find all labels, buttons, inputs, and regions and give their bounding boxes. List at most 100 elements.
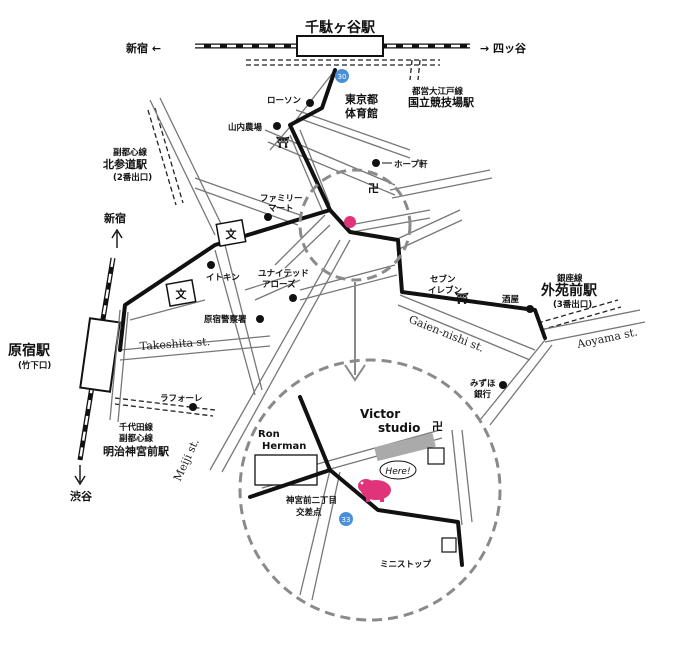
inset-main-route-west <box>248 468 332 499</box>
shrine-icon: ⛩ <box>455 292 469 305</box>
temple-icon: 卍 <box>368 182 379 195</box>
destination-marker <box>344 216 356 228</box>
road <box>389 169 493 199</box>
seven-eleven-label-2: イレブン <box>428 285 463 296</box>
takeshita-street-label: Takeshita st. <box>139 335 210 353</box>
gaien-nishi-street <box>397 294 536 361</box>
kitasando-exit-label: (2番出口) <box>113 172 152 183</box>
hippo-leg <box>380 496 384 502</box>
gaienmae-line-label: 銀座線 <box>556 273 583 284</box>
victor-studio-label-2: studio <box>378 421 420 435</box>
victor-studio-label-1: Victor <box>360 407 400 421</box>
victor-studio-building <box>374 432 436 462</box>
shinjuku-direction-up: 新宿 <box>104 211 126 225</box>
familymart-label-2: マート <box>268 204 294 214</box>
school-icon: 文 <box>176 287 188 301</box>
ron-herman-label-2: Herman <box>262 441 306 452</box>
road <box>109 309 129 423</box>
inset-main-route <box>298 395 464 567</box>
yamauchi-label: 山内農場 <box>228 122 263 133</box>
inset-map: Victor studio 卍 Ron Herman 神宮前二丁目 交差点 33… <box>238 358 502 622</box>
road <box>274 214 331 269</box>
school-box-north <box>215 219 247 247</box>
aoyama-street <box>539 309 646 343</box>
meiji-line1-label: 千代田線 <box>119 422 154 433</box>
yotsuya-direction-right: → 四ッ谷 <box>480 41 527 55</box>
gaien-nishi-street-label: Gaien-nishi st. <box>407 313 486 355</box>
route-30-badge <box>335 69 349 83</box>
road <box>214 244 263 396</box>
gaienmae-station-label: 外苑前駅 <box>541 282 598 299</box>
road <box>129 299 206 321</box>
harajuku-station-label: 原宿駅 <box>8 342 51 359</box>
kokuritsu-line-label: 都営大江戸線 <box>411 86 464 97</box>
meiji-street-label: Meiji st. <box>171 437 202 484</box>
hopeken-label: ホープ軒 <box>394 159 428 170</box>
road <box>479 339 553 426</box>
meiji-street <box>209 239 351 473</box>
gaienmae-exit-label: (3番出口) <box>553 299 592 310</box>
road <box>264 129 396 196</box>
mizuho-label-2: 銀行 <box>473 389 492 400</box>
inset-circle <box>238 358 502 622</box>
lawson-dot <box>306 99 314 107</box>
kitasando-line-label: 副都心線 <box>113 147 148 158</box>
speech-bubble <box>379 460 417 480</box>
zoom-area-circle <box>298 168 412 282</box>
main-route-to-gaienmae <box>288 68 547 340</box>
road <box>299 264 398 301</box>
shibuya-direction-down: 渋谷 <box>70 489 93 503</box>
school-icon: 文 <box>226 227 238 241</box>
meiji-line2-label: 副都心線 <box>119 433 154 444</box>
hippo-head <box>358 479 374 493</box>
ministop-box <box>441 537 457 553</box>
zoom-arrow-icon <box>344 282 366 382</box>
road <box>244 274 301 301</box>
sendagaya-station-box <box>296 35 384 57</box>
ron-herman-building <box>254 454 318 486</box>
sendagaya-station-label: 千駄ヶ谷駅 <box>305 19 376 36</box>
sakaya-label: 酒屋 <box>502 294 520 305</box>
arrow-down-icon <box>74 465 86 486</box>
road <box>349 209 431 233</box>
hippo-mascot-icon <box>358 479 391 502</box>
oedo-subway-branch <box>409 59 421 81</box>
mizuho-label-1: みずほ <box>470 378 496 389</box>
lawson-label: ローソン <box>267 96 302 106</box>
mizuho-dot <box>499 381 507 389</box>
minor-roads <box>109 69 646 473</box>
sakaya-dot <box>526 305 534 313</box>
kitasando-station-label: 北参道駅 <box>103 157 147 171</box>
itokin-dot <box>207 261 215 269</box>
harajuku-exit-label: (竹下口) <box>18 360 51 371</box>
road <box>295 109 411 159</box>
seven-eleven-label-1: セブン <box>430 274 456 285</box>
united-arrows-label-2: アローズ <box>262 279 296 290</box>
laforet-label: ラフォーレ <box>160 394 203 404</box>
kokuritsu-station-label: 国立競技場駅 <box>408 95 474 109</box>
inset-temple-icon: 卍 <box>432 420 443 433</box>
oedo-subway-line <box>246 59 440 66</box>
ron-herman-label-1: Ron <box>258 429 280 440</box>
route-33-badge <box>339 512 353 526</box>
crossing-label-1: 神宮前二丁目 <box>286 495 337 506</box>
shrine-icon: ⛩ <box>276 136 290 149</box>
arrow-up-icon <box>111 228 123 248</box>
familymart-dot <box>264 213 272 221</box>
crossing-label-2: 交差点 <box>296 507 322 518</box>
taiikukan-label-2: 体育館 <box>345 106 378 120</box>
main-route-to-harajuku <box>118 208 332 352</box>
yamauchi-dot <box>273 122 281 130</box>
school-box-south <box>165 279 197 307</box>
chiyoda-subway-line <box>114 397 216 417</box>
road <box>194 177 301 226</box>
road <box>289 129 331 211</box>
fukutoshin-subway-line-north <box>147 107 184 206</box>
ministop-label: ミニストップ <box>380 559 432 570</box>
hippo-leg <box>366 496 370 502</box>
taiikukan-label-1: 東京都 <box>345 92 378 106</box>
united-arrows-dot <box>289 294 297 302</box>
temple-box <box>427 447 445 465</box>
police-label: 原宿警察署 <box>204 314 247 325</box>
